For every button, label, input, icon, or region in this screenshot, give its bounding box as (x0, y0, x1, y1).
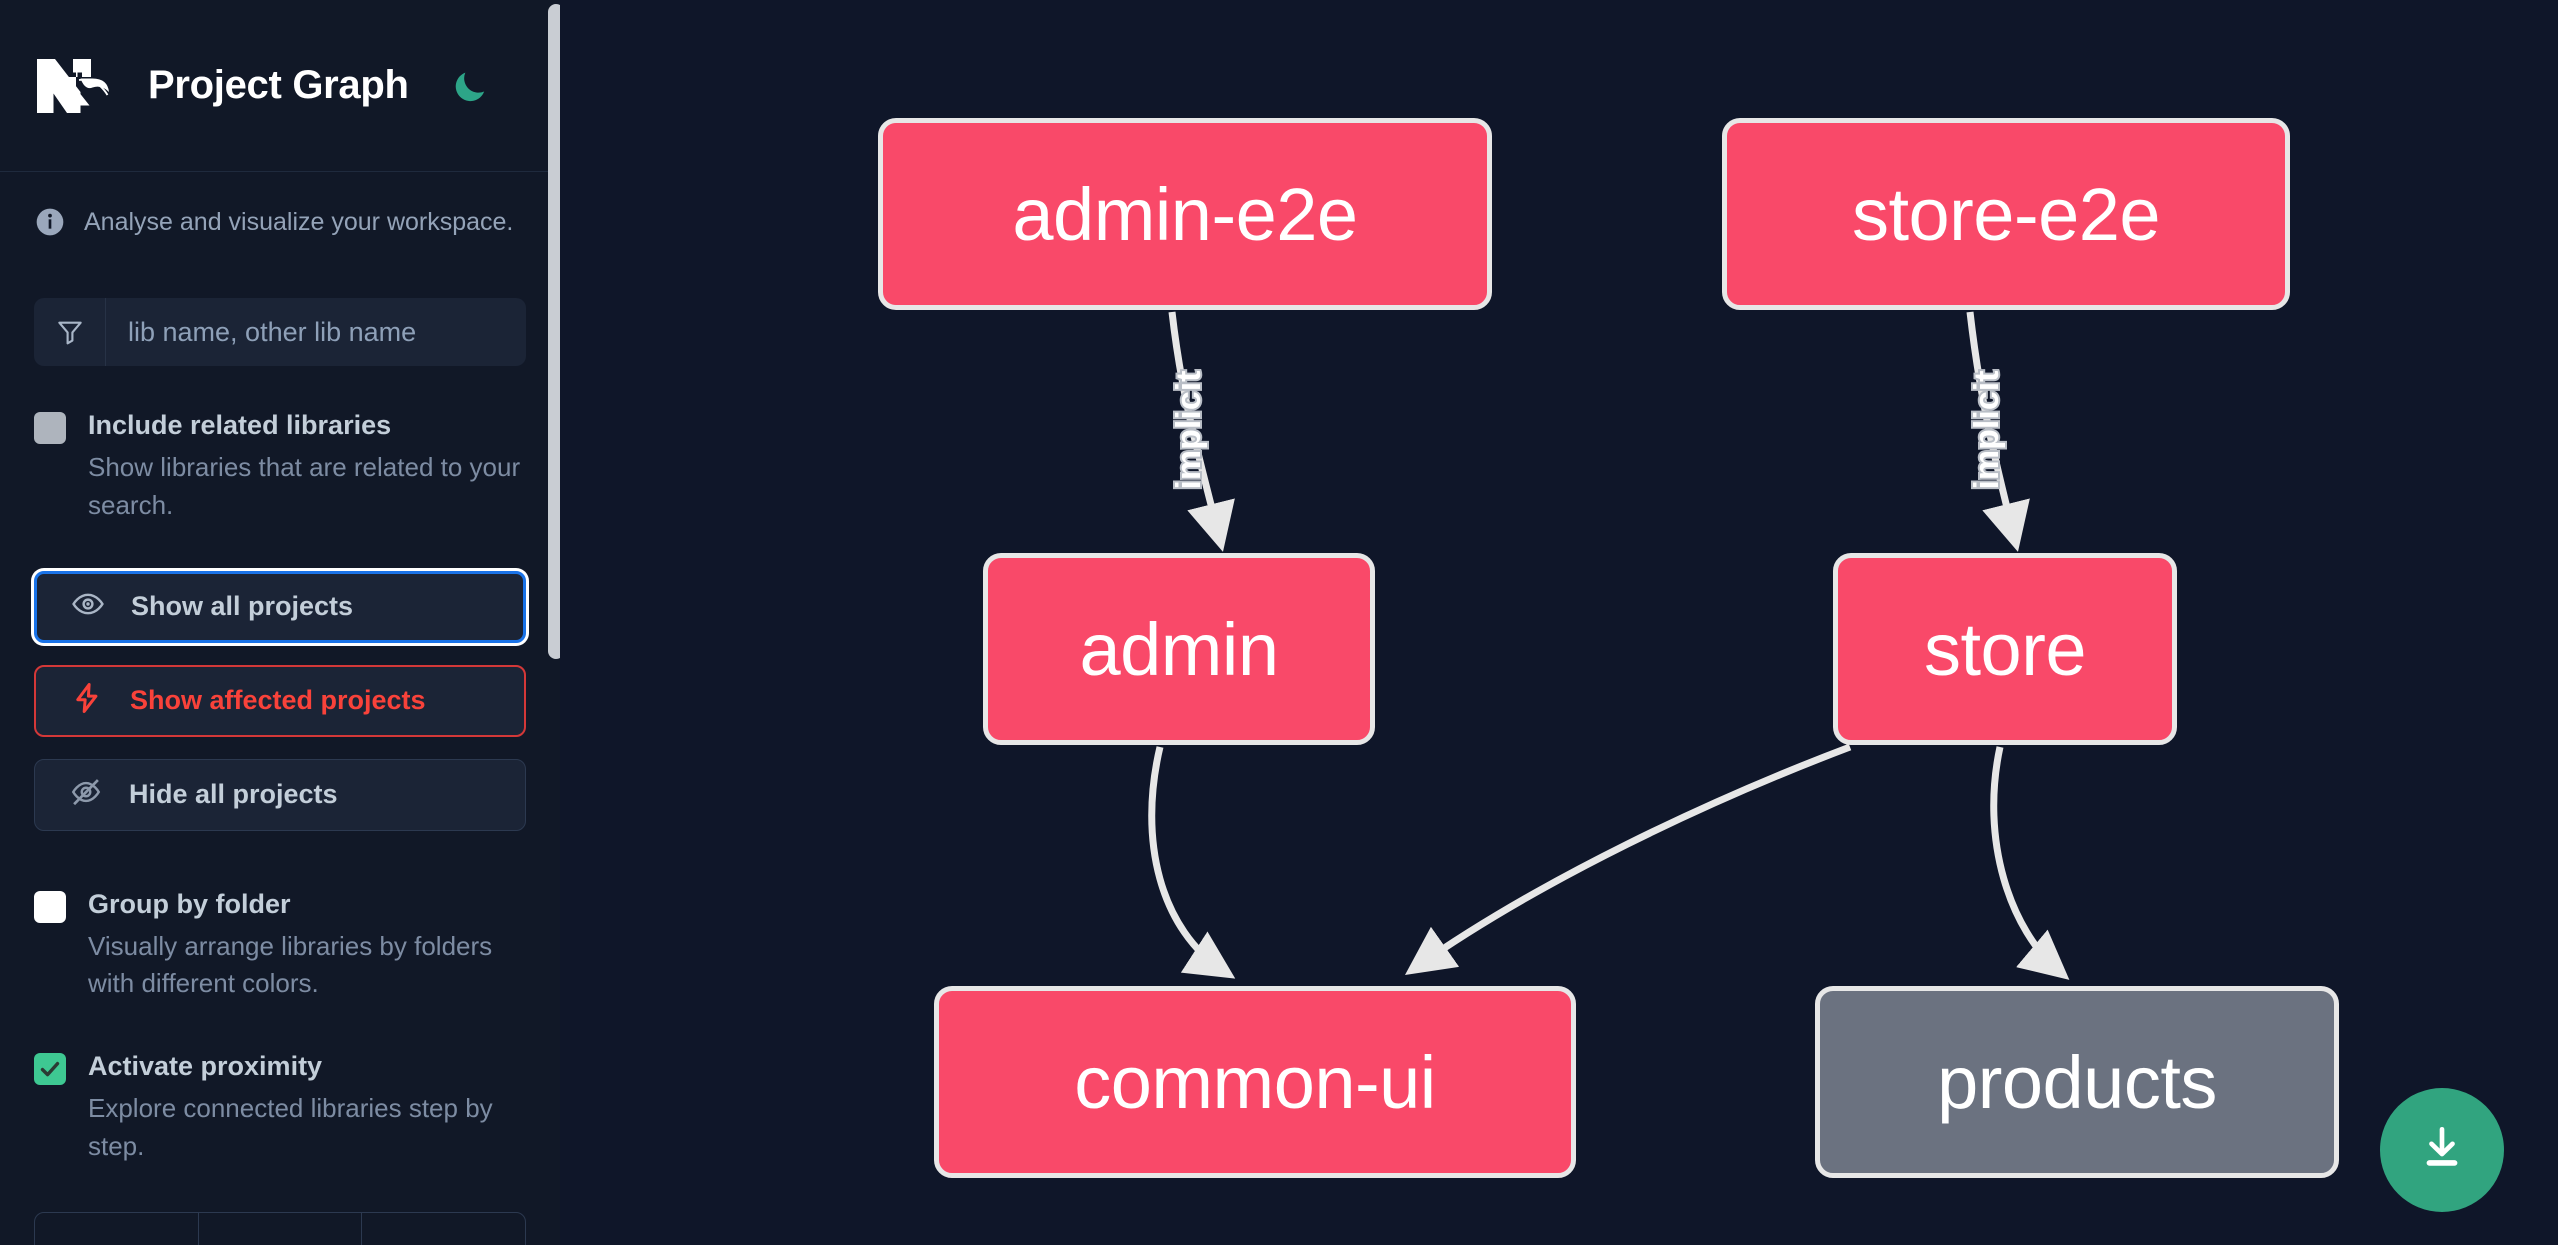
show-all-projects-button[interactable]: Show all projects (34, 570, 526, 643)
include-related-checkbox[interactable] (34, 412, 66, 444)
page-title: Project Graph (148, 63, 409, 107)
graph-node-store[interactable]: store (1833, 553, 2177, 745)
graph-node-label: store-e2e (1851, 172, 2161, 256)
graph-node-label: admin (1079, 607, 1279, 691)
graph-node-label: store (1923, 607, 2087, 691)
search-bar[interactable] (34, 298, 526, 366)
filter-icon (34, 298, 106, 366)
project-visibility-buttons: Show all projects Show affected projects (34, 570, 526, 831)
group-by-folder-description: Visually arrange libraries by folders wi… (88, 930, 493, 999)
hide-all-projects-button[interactable]: Hide all projects (34, 758, 526, 831)
group-by-folder-checkbox[interactable] (34, 890, 66, 923)
include-related-label: Include related libraries (88, 410, 392, 440)
analyse-text: Analyse and visualize your workspace. (84, 207, 514, 236)
graph-node-common-ui[interactable]: common-ui (934, 986, 1576, 1178)
graph-node-products[interactable]: products (1815, 986, 2339, 1178)
activate-proximity-checkbox[interactable] (34, 1053, 66, 1086)
eye-icon (71, 587, 105, 626)
sidebar: Project Graph Analyse and visualize your… (0, 0, 560, 1245)
graph-node-store-e2e[interactable]: store-e2e (1722, 118, 2290, 310)
activate-proximity-label: Activate proximity (88, 1051, 323, 1082)
download-graph-button[interactable] (2380, 1088, 2504, 1212)
activate-proximity-description: Explore connected libraries step by step… (88, 1093, 493, 1161)
stepper-segment-1[interactable] (35, 1212, 199, 1245)
lightning-icon (70, 681, 104, 720)
include-related-libraries-option[interactable]: Include related libraries Show libraries… (34, 406, 526, 525)
analyse-banner: Analyse and visualize your workspace. (34, 172, 526, 248)
nx-logo (34, 53, 124, 119)
graph-node-admin[interactable]: admin (983, 553, 1375, 745)
graph-node-label: products (1937, 1040, 2217, 1124)
hide-all-projects-label: Hide all projects (129, 779, 338, 810)
proximity-stepper-control[interactable] (34, 1211, 526, 1245)
group-by-folder-label: Group by folder (88, 888, 291, 919)
show-affected-projects-button[interactable]: Show affected projects (34, 664, 526, 737)
moon-icon[interactable] (447, 63, 493, 109)
eye-off-icon (69, 775, 103, 814)
graph-canvas[interactable]: implicit implicit admin-e2e store-e2e ad… (560, 0, 2558, 1245)
graph-node-admin-e2e[interactable]: admin-e2e (878, 118, 1492, 310)
svg-text:implicit: implicit (1170, 370, 1208, 489)
edge-label-implicit-store: implicit (1966, 368, 2008, 491)
sidebar-scrollbar[interactable] (548, 4, 560, 659)
show-affected-projects-label: Show affected projects (130, 685, 426, 716)
stepper-segment-2[interactable] (199, 1212, 363, 1245)
activate-proximity-option[interactable]: Activate proximity Explore connected lib… (34, 1047, 526, 1166)
sidebar-body: Analyse and visualize your workspace. In… (0, 172, 560, 1245)
include-related-description: Show libraries that are related to your … (88, 452, 521, 520)
info-icon (34, 206, 66, 238)
graph-node-label: admin-e2e (1012, 172, 1358, 256)
edge-label-implicit-admin: implicit (1168, 368, 1210, 491)
show-all-projects-label: Show all projects (131, 591, 354, 622)
stepper-segment-3[interactable] (362, 1213, 525, 1245)
sidebar-header: Project Graph (0, 0, 560, 172)
svg-text:implicit: implicit (1968, 370, 2006, 489)
search-input[interactable] (106, 298, 526, 366)
group-by-folder-option[interactable]: Group by folder Visually arrange librari… (34, 885, 526, 1004)
graph-display-options: Group by folder Visually arrange librari… (34, 885, 526, 1166)
download-icon (2414, 1120, 2470, 1181)
graph-node-label: common-ui (1074, 1040, 1436, 1124)
